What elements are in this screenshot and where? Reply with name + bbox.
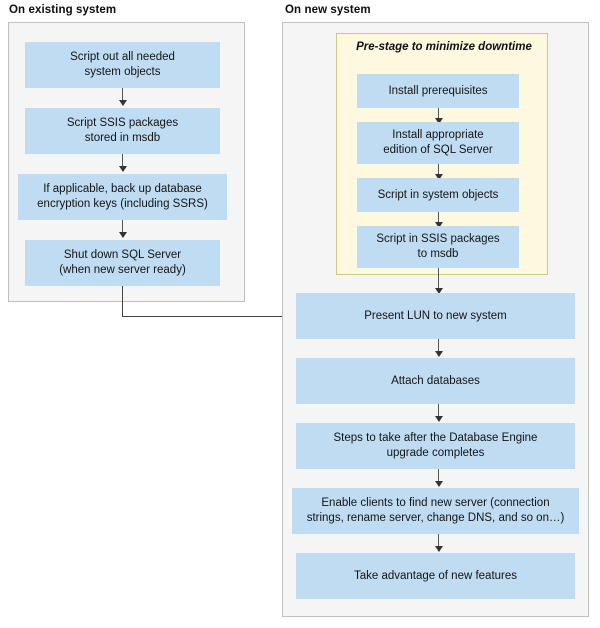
node-attach-databases[interactable]: Attach databases — [296, 358, 575, 404]
node-text-line1: Script out all needed — [70, 51, 175, 63]
panel-heading-new-system: On new system — [285, 4, 371, 16]
node-script-out-system-objects[interactable]: Script out all needed system objects — [25, 42, 220, 88]
connector-new-1-to-2 — [434, 339, 443, 357]
connector-prestage-2-to-3 — [434, 164, 443, 180]
node-enable-clients[interactable]: Enable clients to find new server (conne… — [292, 488, 579, 534]
node-text-line2: upgrade completes — [386, 447, 485, 459]
node-text-line1: Shut down SQL Server — [63, 249, 182, 261]
connector-new-3-to-4 — [434, 469, 443, 487]
node-text-line1: Script SSIS packages — [66, 117, 179, 129]
node-shut-down-sql-server[interactable]: Shut down SQL Server (when new server re… — [25, 240, 220, 286]
connector-existing-2-to-3 — [118, 154, 127, 172]
node-text-line1: Install prerequisites — [388, 84, 488, 97]
connector-new-2-to-3 — [434, 404, 443, 422]
node-text-line2: strings, rename server, change DNS, and … — [306, 512, 565, 524]
connector-prestage-1-to-2 — [434, 108, 443, 124]
connector-existing-3-to-4 — [118, 220, 127, 238]
node-script-in-system-objects[interactable]: Script in system objects — [357, 178, 519, 212]
connector-prestage-to-present-lun — [434, 268, 443, 294]
node-text-line2: edition of SQL Server — [383, 144, 493, 156]
node-text-line2: stored in msdb — [84, 132, 161, 144]
node-present-lun[interactable]: Present LUN to new system — [296, 293, 575, 339]
node-text-line1: Take advantage of new features — [353, 569, 518, 582]
node-text-line1: Attach databases — [391, 374, 480, 387]
node-install-prerequisites[interactable]: Install prerequisites — [357, 74, 519, 108]
node-text-line1: Enable clients to find new server (conne… — [321, 497, 550, 509]
node-text-line1: Script in SSIS packages — [376, 233, 500, 245]
node-text-line1: Steps to take after the Database Engine — [333, 432, 538, 444]
node-text-line2: system objects — [84, 66, 161, 78]
connector-cross-panel-horizontal — [122, 316, 289, 317]
node-text-line2: (when new server ready) — [59, 264, 186, 276]
connector-new-4-to-5 — [434, 534, 443, 552]
node-text-line1: If applicable, back up database — [43, 183, 202, 195]
connector-cross-panel-vertical — [122, 286, 123, 317]
node-script-ssis-packages[interactable]: Script SSIS packages stored in msdb — [25, 108, 220, 154]
node-text-line1: Install appropriate — [392, 129, 484, 141]
connector-prestage-3-to-4 — [434, 212, 443, 228]
node-install-sql-server-edition[interactable]: Install appropriate edition of SQL Serve… — [357, 122, 519, 164]
node-text-line2: to msdb — [417, 248, 459, 260]
connector-existing-1-to-2 — [118, 88, 127, 106]
group-pre-stage-title: Pre-stage to minimize downtime — [356, 41, 532, 53]
node-text-line1: Present LUN to new system — [364, 309, 507, 322]
node-text-line2: encryption keys (including SSRS) — [37, 198, 208, 210]
node-post-upgrade-steps[interactable]: Steps to take after the Database Engine … — [296, 423, 575, 469]
node-back-up-encryption-keys[interactable]: If applicable, back up database encrypti… — [18, 174, 227, 220]
node-text-line1: Script in system objects — [377, 188, 499, 201]
node-take-advantage-features[interactable]: Take advantage of new features — [296, 553, 575, 599]
panel-heading-existing-system: On existing system — [9, 4, 117, 16]
node-script-in-ssis-packages[interactable]: Script in SSIS packages to msdb — [357, 226, 519, 268]
